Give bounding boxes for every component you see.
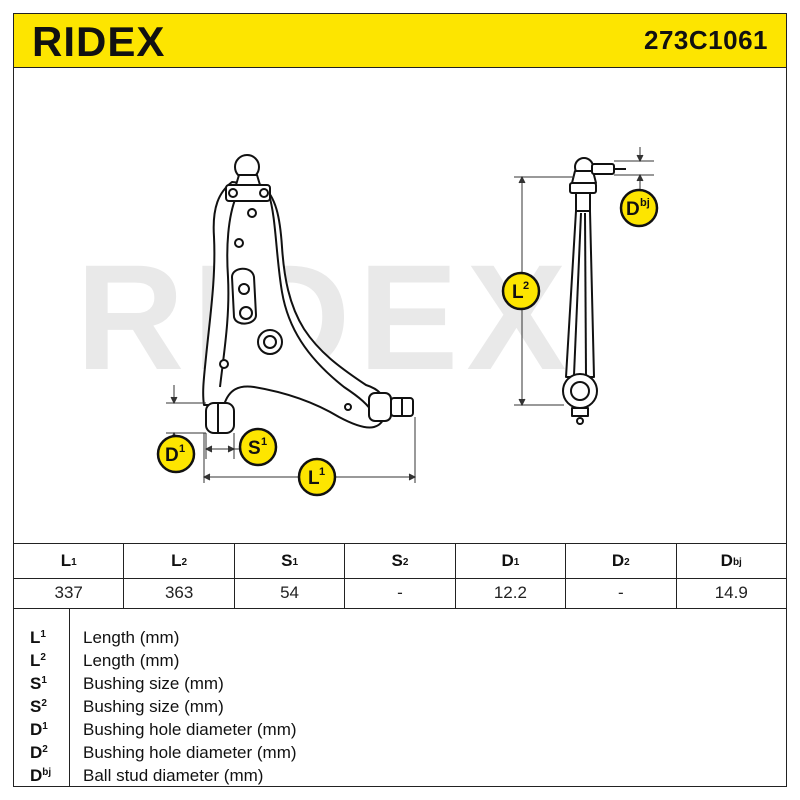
spec-value-s1: 54 xyxy=(235,578,346,608)
spec-value-l1: 337 xyxy=(14,578,125,608)
legend-divider xyxy=(69,608,70,786)
drawing-canvas: RIDEX xyxy=(76,147,659,497)
legend-key: S1 xyxy=(30,674,47,693)
legend-desc: Bushing size (mm) xyxy=(83,674,224,693)
legend-desc: Length (mm) xyxy=(83,651,180,670)
control-arm-side-view xyxy=(562,157,626,425)
spec-value-s2: - xyxy=(345,578,456,608)
legend-row-l2: L2 Length (mm) xyxy=(14,651,786,674)
svg-text:2: 2 xyxy=(523,280,529,292)
legend-desc: Length (mm) xyxy=(83,628,180,647)
svg-text:L: L xyxy=(308,468,320,489)
legend-key: Dbj xyxy=(30,766,52,785)
datasheet-frame: RIDEX 273C1061 RIDEX xyxy=(13,13,787,787)
legend-row-d2: D2 Bushing hole diameter (mm) xyxy=(14,743,786,766)
spec-value-dbj: 14.9 xyxy=(714,583,748,602)
legend-row-s1: S1 Bushing size (mm) xyxy=(14,674,786,697)
svg-text:bj: bj xyxy=(640,197,650,209)
spec-table-values: 337 363 54 - 12.2 - 14.9 xyxy=(14,578,786,608)
legend-row-d1: D1 Bushing hole diameter (mm) xyxy=(14,720,786,743)
header-bar: RIDEX 273C1061 xyxy=(14,14,786,68)
svg-text:RIDEX: RIDEX xyxy=(32,18,165,62)
legend-key: L2 xyxy=(30,651,46,670)
legend-row-dbj: Dbj Ball stud diameter (mm) xyxy=(14,766,786,789)
svg-text:L: L xyxy=(512,282,524,303)
legend-key: S2 xyxy=(30,697,47,716)
svg-text:D: D xyxy=(165,445,179,466)
legend-desc: Bushing hole diameter (mm) xyxy=(83,743,297,762)
label-dbj: D bj xyxy=(619,188,659,228)
label-l2: L 2 xyxy=(501,271,541,311)
legend-desc: Bushing size (mm) xyxy=(83,697,224,716)
control-arm-front-view xyxy=(202,154,414,434)
part-number: 273C1061 xyxy=(644,25,768,55)
ridex-logo: RIDEX xyxy=(32,18,165,62)
legend-key: D2 xyxy=(30,743,48,762)
label-s1: S 1 xyxy=(238,427,278,467)
legend-row-l1: L1 Length (mm) xyxy=(14,628,786,651)
legend: L1 Length (mm) L2 Length (mm) S1 Bushing… xyxy=(14,608,786,786)
spec-value-d2: - xyxy=(566,578,677,608)
svg-text:1: 1 xyxy=(261,436,267,448)
legend-desc: Bushing hole diameter (mm) xyxy=(83,720,297,739)
spec-value-d1: 12.2 xyxy=(456,578,567,608)
legend-desc: Ball stud diameter (mm) xyxy=(83,766,264,785)
label-d1: D 1 xyxy=(156,434,196,474)
svg-text:1: 1 xyxy=(319,466,325,478)
spec-value-l2: 363 xyxy=(124,578,235,608)
svg-text:S: S xyxy=(248,438,261,459)
svg-text:1: 1 xyxy=(179,443,185,455)
technical-drawing: RIDEX xyxy=(14,67,786,543)
legend-key: D1 xyxy=(30,720,48,739)
legend-row-s2: S2 Bushing size (mm) xyxy=(14,697,786,720)
svg-text:D: D xyxy=(626,199,640,220)
label-l1: L 1 xyxy=(297,457,337,497)
legend-key: L1 xyxy=(30,628,46,647)
